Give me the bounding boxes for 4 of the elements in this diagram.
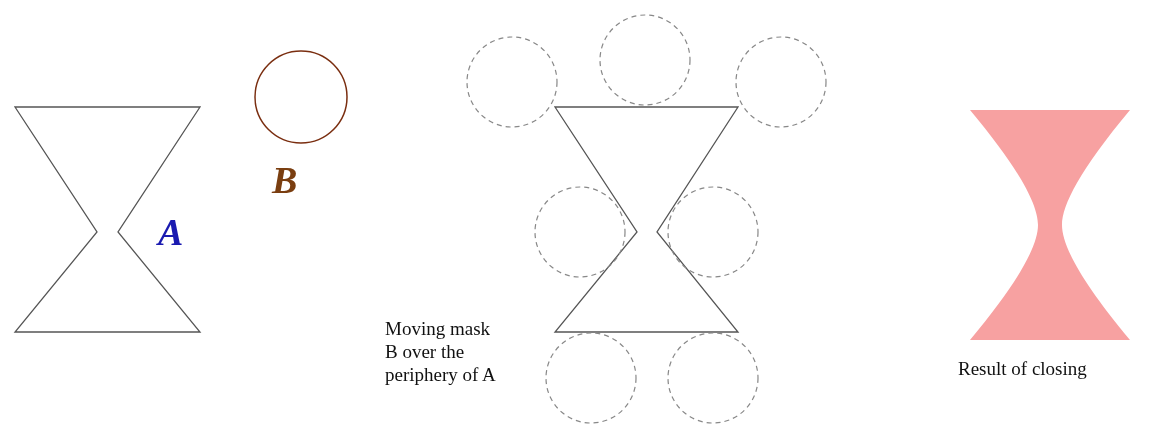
set-label: A — [158, 210, 184, 255]
set-label: B — [272, 158, 298, 203]
caption-text: Result of closing — [958, 358, 1087, 381]
caption-text: Moving mask B over the periphery of A — [385, 318, 497, 387]
